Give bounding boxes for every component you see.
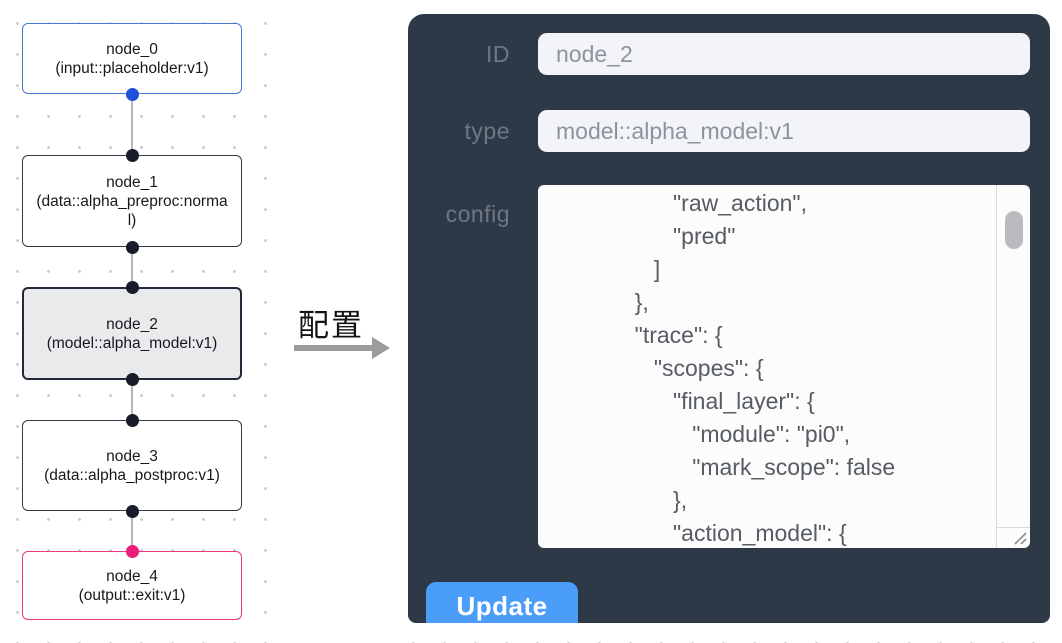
id-field-label: ID (486, 40, 510, 67)
graph-node-0[interactable]: node_0 (input::placeholder:v1) (22, 23, 242, 94)
input-port-node2[interactable] (126, 281, 139, 294)
output-port-node2[interactable] (126, 373, 139, 386)
input-port-node1[interactable] (126, 149, 139, 162)
node-subtitle: (data::alpha_postproc:v1) (44, 466, 220, 484)
node-config-panel: ID type config "raw_action", "pred" ] },… (408, 14, 1050, 623)
edge-node2-node3 (131, 380, 133, 421)
output-port-node1[interactable] (126, 241, 139, 254)
type-field-label: type (464, 117, 510, 144)
graph-node-3[interactable]: node_3 (data::alpha_postproc:v1) (22, 420, 242, 511)
node-title: node_0 (106, 40, 158, 58)
config-field-row: config "raw_action", "pred" ] }, "trace"… (408, 185, 1050, 548)
config-textarea[interactable]: "raw_action", "pred" ] }, "trace": { "sc… (538, 185, 1030, 548)
id-input[interactable] (538, 33, 1030, 75)
graph-node-1[interactable]: node_1 (data::alpha_preproc:normal) (22, 155, 242, 247)
type-input[interactable] (538, 110, 1030, 152)
edge-node1-node2 (131, 247, 133, 288)
arrow-shaft (294, 345, 374, 351)
id-field-row: ID (408, 33, 1050, 75)
edge-node0-node1 (131, 94, 133, 156)
update-button[interactable]: Update (426, 582, 578, 623)
output-port-node3[interactable] (126, 505, 139, 518)
config-json-text[interactable]: "raw_action", "pred" ] }, "trace": { "sc… (634, 190, 896, 546)
input-port-node3[interactable] (126, 414, 139, 427)
input-port-node4[interactable] (126, 545, 139, 558)
configure-label: 配置 (298, 308, 364, 343)
arrow-head (372, 337, 390, 359)
node-title: node_2 (106, 315, 158, 333)
config-field-label: config (445, 201, 510, 227)
node-title: node_3 (106, 447, 158, 465)
config-resize-corner[interactable] (996, 527, 1030, 548)
config-scrollbar-track[interactable] (996, 185, 1030, 527)
node-subtitle: (model::alpha_model:v1) (46, 334, 218, 352)
edge-node3-node4 (131, 511, 133, 552)
right-arrow-icon (294, 337, 394, 359)
node-title: node_4 (106, 567, 158, 585)
graph-node-2-selected[interactable]: node_2 (model::alpha_model:v1) (22, 287, 242, 380)
node-subtitle: (output::exit:v1) (78, 586, 186, 604)
type-field-row: type (408, 110, 1050, 152)
output-port-node0[interactable] (126, 88, 139, 101)
resize-grip-icon (1014, 532, 1027, 545)
node-title: node_1 (106, 173, 158, 191)
graph-node-4[interactable]: node_4 (output::exit:v1) (22, 551, 242, 620)
config-scrollbar-thumb[interactable] (1005, 211, 1023, 249)
node-subtitle: (input::placeholder:v1) (55, 59, 209, 77)
node-subtitle: (data::alpha_preproc:normal) (36, 192, 228, 229)
